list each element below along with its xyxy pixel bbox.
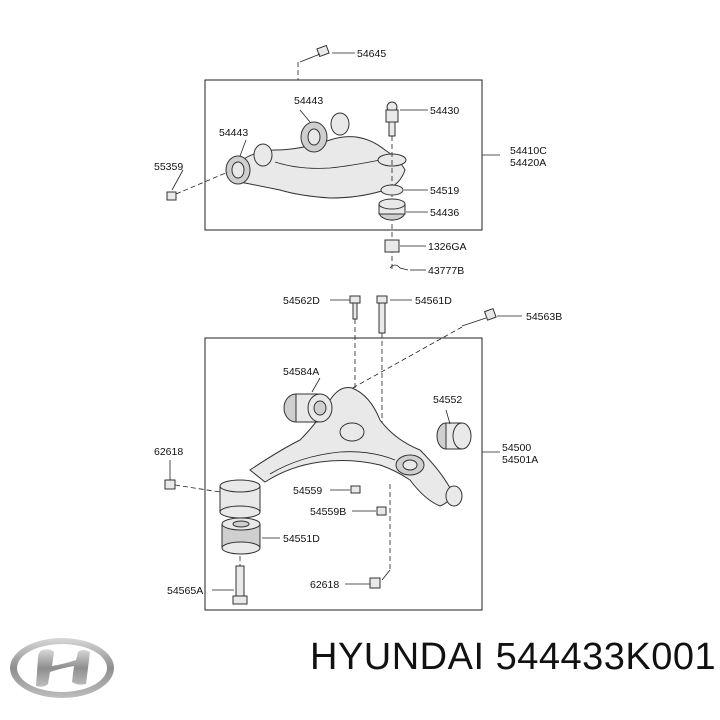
label-54443-lower: 54443 bbox=[219, 127, 248, 139]
bushing-54443-right bbox=[300, 121, 328, 153]
nut-54559b bbox=[376, 506, 387, 516]
nut-1326ga bbox=[384, 239, 400, 253]
label-54443-upper: 54443 bbox=[294, 95, 323, 107]
washer-54519 bbox=[380, 184, 404, 196]
bushing-54443-left bbox=[225, 155, 251, 185]
bolt-54561d-shape bbox=[376, 295, 388, 334]
bolt-54645-shape bbox=[299, 44, 330, 63]
label-54500: 54500 bbox=[502, 442, 531, 454]
label-54645: 54645 bbox=[357, 48, 386, 60]
label-54420a: 54420A bbox=[510, 157, 546, 169]
label-54430: 54430 bbox=[430, 105, 459, 117]
pin-43777b bbox=[389, 264, 409, 271]
label-54584a: 54584A bbox=[283, 366, 319, 378]
label-54562d: 54562D bbox=[283, 295, 320, 307]
upper-control-arm-shape bbox=[229, 136, 406, 199]
label-54559: 54559 bbox=[293, 485, 322, 497]
label-43777b: 43777B bbox=[428, 265, 464, 277]
bushing-54552 bbox=[436, 422, 472, 450]
bushing-54584a bbox=[283, 393, 333, 423]
label-54519: 54519 bbox=[430, 185, 459, 197]
label-54561d: 54561D bbox=[415, 295, 452, 307]
label-54565a: 54565A bbox=[167, 585, 203, 597]
bushing-54551d bbox=[221, 517, 261, 555]
label-62618-right: 62618 bbox=[310, 579, 339, 591]
label-55359: 55359 bbox=[154, 161, 183, 173]
bolt-54565a-shape bbox=[232, 565, 248, 605]
label-62618-left: 62618 bbox=[154, 446, 183, 458]
label-1326ga: 1326GA bbox=[428, 241, 467, 253]
label-54551d: 54551D bbox=[283, 533, 320, 545]
ball-joint-54430 bbox=[385, 101, 399, 137]
nut-55359 bbox=[166, 191, 177, 201]
lower-arm-frame bbox=[204, 337, 483, 611]
label-54559b: 54559B bbox=[310, 506, 346, 518]
boot-54436 bbox=[378, 198, 406, 221]
brand-part-number: HYUNDAI 544433K001 bbox=[310, 636, 717, 678]
nut-54559 bbox=[350, 485, 361, 494]
bolt-54562d-shape bbox=[349, 295, 361, 320]
label-54563b: 54563B bbox=[526, 311, 562, 323]
label-54552: 54552 bbox=[433, 394, 462, 406]
label-54436: 54436 bbox=[430, 207, 459, 219]
bolt-54563b-shape bbox=[461, 307, 497, 327]
hyundai-logo-icon bbox=[10, 638, 114, 698]
nut-62618-left bbox=[164, 479, 176, 490]
label-54501a: 54501A bbox=[502, 454, 538, 466]
bushing-54551d-sleeve bbox=[219, 479, 261, 519]
label-54410c: 54410C bbox=[510, 145, 547, 157]
nut-62618-right bbox=[369, 577, 381, 589]
